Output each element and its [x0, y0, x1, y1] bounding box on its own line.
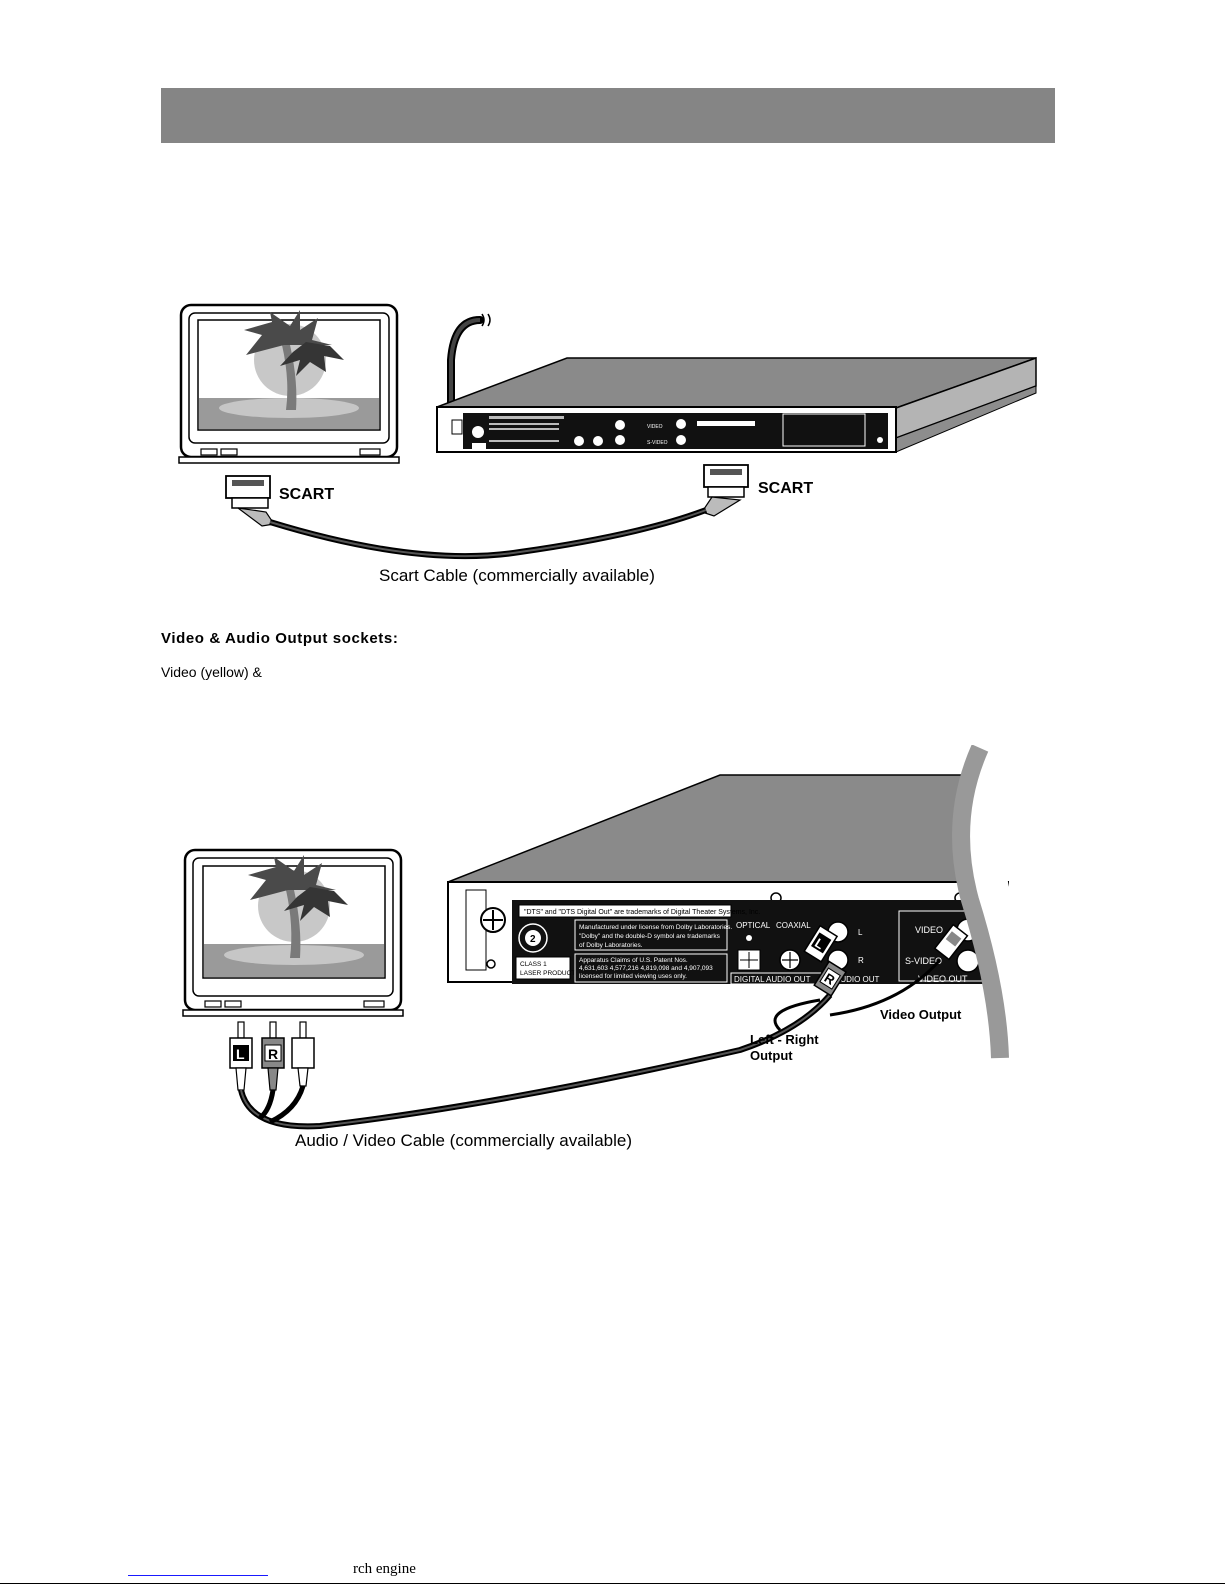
- header-bar: [161, 88, 1055, 143]
- svg-text:COAXIAL: COAXIAL: [776, 921, 811, 930]
- svg-text:Apparatus Claims of U.S. Paten: Apparatus Claims of U.S. Patent Nos.: [579, 957, 688, 964]
- section-title: Video & Audio Output sockets:: [161, 630, 399, 647]
- scart-left-label: SCART: [279, 486, 334, 503]
- dvd-player-icon: VIDEO S-VIDEO: [436, 356, 1037, 453]
- lr-output-label-line1: Left - Right: [750, 1032, 819, 1047]
- scart-plug-right-icon: [701, 464, 749, 517]
- svg-text:AUDIO OUT: AUDIO OUT: [835, 975, 880, 984]
- svg-text:S-VIDEO: S-VIDEO: [905, 956, 942, 966]
- scart-plug-left-icon: [225, 475, 276, 527]
- svg-text:DIGITAL AUDIO OUT: DIGITAL AUDIO OUT: [734, 975, 811, 984]
- svg-text:"Dolby" and the double-D symbo: "Dolby" and the double-D symbol are trad…: [579, 933, 721, 940]
- av-connection-diagram: "DTS" and "DTS Digital Out" are trademar…: [182, 745, 1225, 1165]
- footer-link[interactable]: [128, 1567, 268, 1576]
- scart-cable-caption: Scart Cable (commercially available): [379, 566, 655, 585]
- lr-output-label-line2: Output: [750, 1048, 793, 1063]
- svg-text:L: L: [236, 1046, 245, 1062]
- footer-text: rch engine: [353, 1561, 416, 1577]
- rca-plugs-tv-icon: L R: [229, 1021, 315, 1091]
- video-output-label: Video Output: [880, 1007, 962, 1022]
- tv-set-icon: [178, 303, 400, 464]
- svg-text:VIDEO: VIDEO: [647, 424, 663, 430]
- svg-text:LASER PRODUCT: LASER PRODUCT: [520, 970, 575, 977]
- svg-text:Manufactured under license fro: Manufactured under license from Dolby La…: [579, 924, 732, 931]
- tv-set-icon: [182, 848, 404, 1017]
- tm-note: "DTS" and "DTS Digital Out" are trademar…: [524, 909, 760, 916]
- svg-text:R: R: [268, 1046, 278, 1062]
- section-text: Video (yellow) &: [161, 664, 262, 680]
- svg-text:OPTICAL: OPTICAL: [736, 921, 771, 930]
- svg-text:CLASS 1: CLASS 1: [520, 961, 547, 968]
- svg-text:of Dolby Laboratories.: of Dolby Laboratories.: [579, 942, 643, 949]
- svg-text:S-VIDEO: S-VIDEO: [647, 440, 668, 446]
- svg-text:R: R: [858, 956, 864, 965]
- svg-text:licensed for limited viewing u: licensed for limited viewing uses only.: [579, 973, 687, 980]
- scart-connection-diagram: VIDEO S-VIDEO SCART SCART: [178, 303, 1037, 560]
- av-cable-caption: Audio / Video Cable (commercially availa…: [295, 1131, 633, 1150]
- dvd-player-rear-panel: "DTS" and "DTS Digital Out" are trademar…: [447, 881, 1009, 985]
- svg-text:L: L: [858, 928, 863, 937]
- footer-rule: [0, 1583, 1225, 1584]
- scart-cable: [269, 507, 708, 560]
- svg-text:VIDEO: VIDEO: [915, 925, 943, 935]
- svg-text:4,631,603 4,577,216 4,819,098: 4,631,603 4,577,216 4,819,098 and 4,907,…: [579, 965, 713, 972]
- cutaway-edge: [961, 748, 1033, 1058]
- rca-plugs-player-icon: L R: [803, 923, 969, 997]
- scart-right-label: SCART: [758, 480, 813, 497]
- svg-text:2: 2: [530, 934, 536, 945]
- svg-text:VIDEO OUT: VIDEO OUT: [918, 974, 968, 984]
